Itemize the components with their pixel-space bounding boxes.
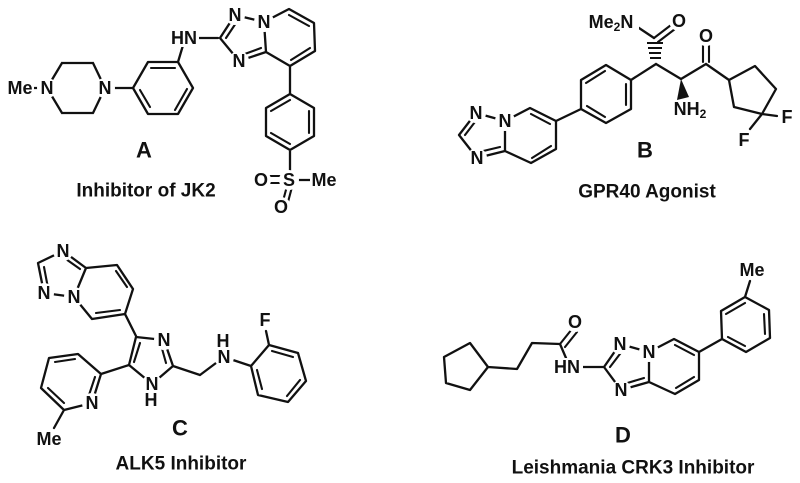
molecule-a-label-backgrounds bbox=[7, 5, 338, 217]
molecule-c-caption: ALK5 Inhibitor bbox=[116, 454, 247, 475]
molecule-b: Me2N O O N N N NH2 F F B GPR40 Agonist bbox=[457, 11, 796, 203]
atom-label-nitrogen: N bbox=[38, 283, 51, 303]
atom-label-sulfur: S bbox=[283, 170, 295, 190]
atom-label-methyl: Me bbox=[311, 170, 336, 190]
atom-label-oxygen: O bbox=[274, 197, 288, 217]
molecule-b-letter: B bbox=[637, 138, 653, 163]
atom-label-oxygen: O bbox=[568, 312, 582, 332]
molecule-a: Me N N HN N N N O S Me O A Inhibitor of … bbox=[7, 5, 338, 217]
atom-label-nitrogen: N bbox=[233, 51, 246, 71]
molecule-d: O HN N N N Me D Leishmania CRK3 Inhibito… bbox=[442, 260, 772, 479]
atom-label-methyl: Me bbox=[739, 260, 764, 280]
atom-label-fluorine: F bbox=[782, 107, 793, 127]
atom-label-nitrogen: N bbox=[158, 330, 171, 350]
atom-label-oxygen: O bbox=[254, 170, 268, 190]
molecule-c: N N N N N H N Me H N F C ALK5 Inhibitor bbox=[34, 241, 308, 475]
molecule-c-double-bonds bbox=[42, 255, 302, 405]
atom-label-n: N bbox=[620, 12, 633, 32]
atom-label-nitrogen: N bbox=[643, 342, 656, 362]
atom-label-amine-nh: HN bbox=[171, 28, 197, 48]
atom-label-methyl: Me bbox=[7, 78, 32, 98]
atom-label-nitrogen: N bbox=[86, 393, 99, 413]
molecule-b-bold-wedge bbox=[677, 79, 689, 100]
molecule-d-double-bonds bbox=[558, 301, 767, 390]
atom-label-dimethylamino: Me2N bbox=[589, 12, 634, 34]
atom-label-sub2: 2 bbox=[614, 20, 621, 34]
atom-label-nitrogen: N bbox=[99, 78, 112, 98]
molecule-c-label-backgrounds bbox=[34, 241, 274, 448]
atom-label-hydrogen: H bbox=[217, 331, 230, 351]
atom-label-nitrogen: N bbox=[218, 347, 231, 367]
atom-label-nitrogen: N bbox=[615, 380, 628, 400]
atom-label-nitrogen: N bbox=[229, 5, 242, 25]
molecule-b-bonds bbox=[457, 24, 779, 165]
molecule-a-caption: Inhibitor of JK2 bbox=[76, 181, 215, 202]
molecule-d-letter: D bbox=[615, 423, 631, 448]
atom-label-nitrogen: N bbox=[499, 111, 512, 131]
atom-label-nitrogen: N bbox=[68, 287, 81, 307]
molecule-a-letter: A bbox=[136, 138, 152, 163]
molecule-a-bonds bbox=[20, 7, 317, 182]
atom-label-oxygen: O bbox=[699, 26, 713, 46]
atom-label-nh: NH bbox=[674, 99, 700, 119]
atom-label-fluorine: F bbox=[260, 310, 271, 330]
atom-label-amino-nh2: NH2 bbox=[674, 99, 707, 121]
atom-label-fluorine: F bbox=[739, 130, 750, 150]
atom-label-methyl: Me bbox=[36, 429, 61, 449]
atom-label-hydrogen: H bbox=[145, 390, 158, 410]
atom-label-nitrogen: N bbox=[470, 103, 483, 123]
atom-label-nitrogen: N bbox=[41, 78, 54, 98]
molecule-d-caption: Leishmania CRK3 Inhibitor bbox=[512, 458, 755, 479]
atom-label-nitrogen: N bbox=[471, 148, 484, 168]
atom-label-nitrogen: N bbox=[614, 334, 627, 354]
atom-label-amide-nh: HN bbox=[554, 357, 580, 377]
atom-label-sub2: 2 bbox=[700, 107, 707, 121]
atom-label-nitrogen: N bbox=[57, 241, 70, 261]
molecule-b-double-bonds bbox=[463, 23, 711, 160]
molecule-a-double-bonds bbox=[138, 13, 312, 204]
molecule-c-letter: C bbox=[172, 416, 188, 441]
atom-label-nitrogen: N bbox=[146, 374, 159, 394]
molecule-b-hashed-wedge bbox=[647, 42, 663, 59]
molecule-d-label-backgrounds bbox=[552, 261, 767, 400]
atom-label-nitrogen: N bbox=[258, 12, 271, 32]
atom-label-me: Me bbox=[589, 12, 614, 32]
molecule-d-bonds bbox=[442, 279, 772, 396]
atom-label-oxygen: O bbox=[672, 11, 686, 31]
molecule-c-bonds bbox=[36, 249, 308, 430]
molecule-b-label-backgrounds bbox=[466, 11, 796, 168]
molecule-b-caption: GPR40 Agonist bbox=[578, 182, 716, 203]
